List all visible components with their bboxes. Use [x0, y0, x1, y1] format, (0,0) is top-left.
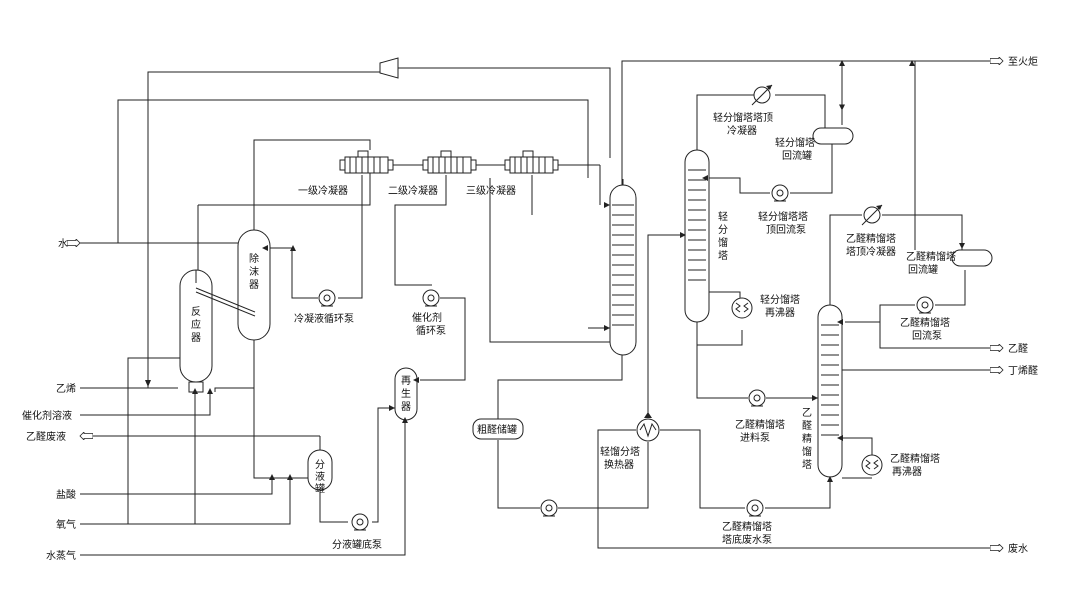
condensate-circulation-pump-icon [318, 289, 336, 307]
acet-column-label-2: 醛 [802, 419, 812, 432]
separator-label-3: 罐 [315, 482, 325, 495]
light-condenser-label-1: 轻分馏塔塔顶 [713, 111, 773, 124]
light-column-label-3: 馏 [718, 236, 728, 249]
wastewater-product-label: 废水 [1008, 542, 1028, 555]
acet-column-label-3: 精 [802, 432, 812, 445]
regenerator-label-2: 生 [401, 387, 411, 400]
reactor-label-1: 反 [191, 306, 201, 318]
acet-reboiler-label-2: 再沸器 [892, 465, 922, 478]
light-column-label-1: 轻 [718, 210, 728, 223]
light-reflux-pump-label-1: 轻分馏塔塔 [758, 210, 808, 223]
condenser-2 [422, 150, 477, 174]
light-reflux-pump-icon [771, 184, 789, 202]
acetaldehyde-wastewater-label: 乙醛废液 [26, 430, 66, 443]
demister-label-3: 器 [249, 279, 259, 291]
reactor-label-2: 应 [191, 318, 201, 331]
acet-reflux-pump-label-2: 回流泵 [912, 329, 942, 342]
crude-aldehyde-tank [472, 418, 524, 440]
bottom-wastewater-pump-icon [746, 499, 764, 517]
condenser-1-label: 一级冷凝器 [298, 184, 348, 197]
light-fraction-column [684, 149, 710, 323]
separator-tank [307, 449, 333, 491]
light-column-heat-exchanger-icon [636, 418, 660, 442]
acet-reflux-drum [951, 249, 993, 267]
labels: 至火炬 水 乙烯 催化剂溶液 乙醛废液 盐酸 氧气 水蒸气 乙醛 丁烯醛 废水 … [22, 55, 1038, 562]
acetaldehyde-column [817, 304, 843, 478]
separator-label-1: 分 [315, 459, 325, 471]
reactor-label-3: 器 [191, 332, 201, 344]
condenser-3 [504, 150, 559, 174]
regenerator-label-1: 再 [401, 375, 411, 387]
catalyst-pump-label-2: 循环泵 [416, 324, 446, 337]
water-label: 水 [58, 238, 68, 250]
bottom-pump-label-2: 塔底废水泵 [722, 533, 772, 546]
light-reboiler-icon [731, 297, 753, 319]
acet-condenser-label-1: 乙醛精馏塔 [846, 232, 896, 245]
light-column-label-2: 分 [718, 224, 728, 236]
separator-bottom-pump-icon [351, 513, 369, 531]
flow-arrows [145, 60, 965, 482]
acet-drum-label-1: 乙醛精馏塔 [906, 250, 956, 263]
acetaldehyde-product-label: 乙醛 [1008, 342, 1028, 355]
condensate-pump-label: 冷凝液循环泵 [294, 312, 354, 325]
feed-pump-icon [748, 389, 766, 407]
light-reflux-pump-label-2: 顶回流泵 [766, 223, 806, 236]
demister-label-2: 沫 [249, 266, 259, 278]
acet-drum-label-2: 回流罐 [908, 263, 938, 276]
crude-tank-label: 粗醛储罐 [477, 423, 517, 436]
light-overhead-condenser-icon [751, 84, 773, 106]
light-column-label-4: 塔 [718, 249, 728, 262]
steam-label: 水蒸气 [46, 549, 76, 562]
feed-pump-label-1: 乙醛精馏塔 [735, 418, 785, 431]
absorber-column [609, 179, 637, 356]
condenser-3-label: 三级冷凝器 [466, 184, 516, 197]
light-reboiler-label-2: 再沸器 [765, 306, 795, 319]
oxygen-label: 氧气 [56, 518, 76, 531]
acet-column-label-1: 乙 [802, 407, 812, 419]
heat-exchanger-label-1: 轻馏分塔 [600, 445, 640, 458]
acet-reflux-pump-label-1: 乙醛精馏塔 [900, 316, 950, 329]
crotonaldehyde-product-label: 丁烯醛 [1008, 364, 1038, 377]
acet-condenser-label-2: 塔顶冷凝器 [846, 245, 896, 258]
light-reboiler-label-1: 轻分馏塔 [760, 293, 800, 306]
crude-transfer-pump-icon [540, 499, 558, 517]
pipelines [80, 61, 1003, 556]
regenerator-label-3: 器 [401, 401, 411, 413]
acet-column-label-4: 馏 [802, 445, 812, 458]
light-drum-label-1: 轻分馏塔 [775, 136, 815, 149]
light-condenser-label-2: 冷凝器 [727, 124, 757, 137]
separator-label-2: 液 [315, 470, 325, 483]
acet-reflux-pump-icon [916, 296, 934, 314]
to-flare-label: 至火炬 [1008, 55, 1038, 68]
acet-reboiler-label-1: 乙醛精馏塔 [890, 452, 940, 465]
heat-exchanger-label-2: 换热器 [604, 458, 634, 471]
acet-reboiler-icon [861, 454, 883, 476]
catalyst-pump-label-1: 催化剂 [412, 311, 442, 324]
light-drum-label-2: 回流罐 [782, 149, 812, 162]
catalyst-circulation-pump-icon [422, 289, 440, 307]
condenser-2-label: 二级冷凝器 [388, 184, 438, 197]
compressor-icon [379, 57, 399, 79]
demister-label-1: 除 [249, 252, 259, 265]
separator-pump-label: 分液罐底泵 [332, 538, 382, 551]
ethylene-label: 乙烯 [56, 382, 76, 395]
acet-column-label-5: 塔 [802, 458, 812, 471]
catalyst-solution-label: 催化剂溶液 [22, 409, 72, 422]
acet-overhead-condenser-icon [861, 204, 883, 226]
hydrochloric-acid-label: 盐酸 [56, 488, 76, 501]
condenser-1 [339, 150, 394, 174]
bottom-pump-label-1: 乙醛精馏塔 [722, 520, 772, 533]
feed-pump-label-2: 进料泵 [740, 431, 770, 444]
light-reflux-drum [812, 127, 854, 145]
